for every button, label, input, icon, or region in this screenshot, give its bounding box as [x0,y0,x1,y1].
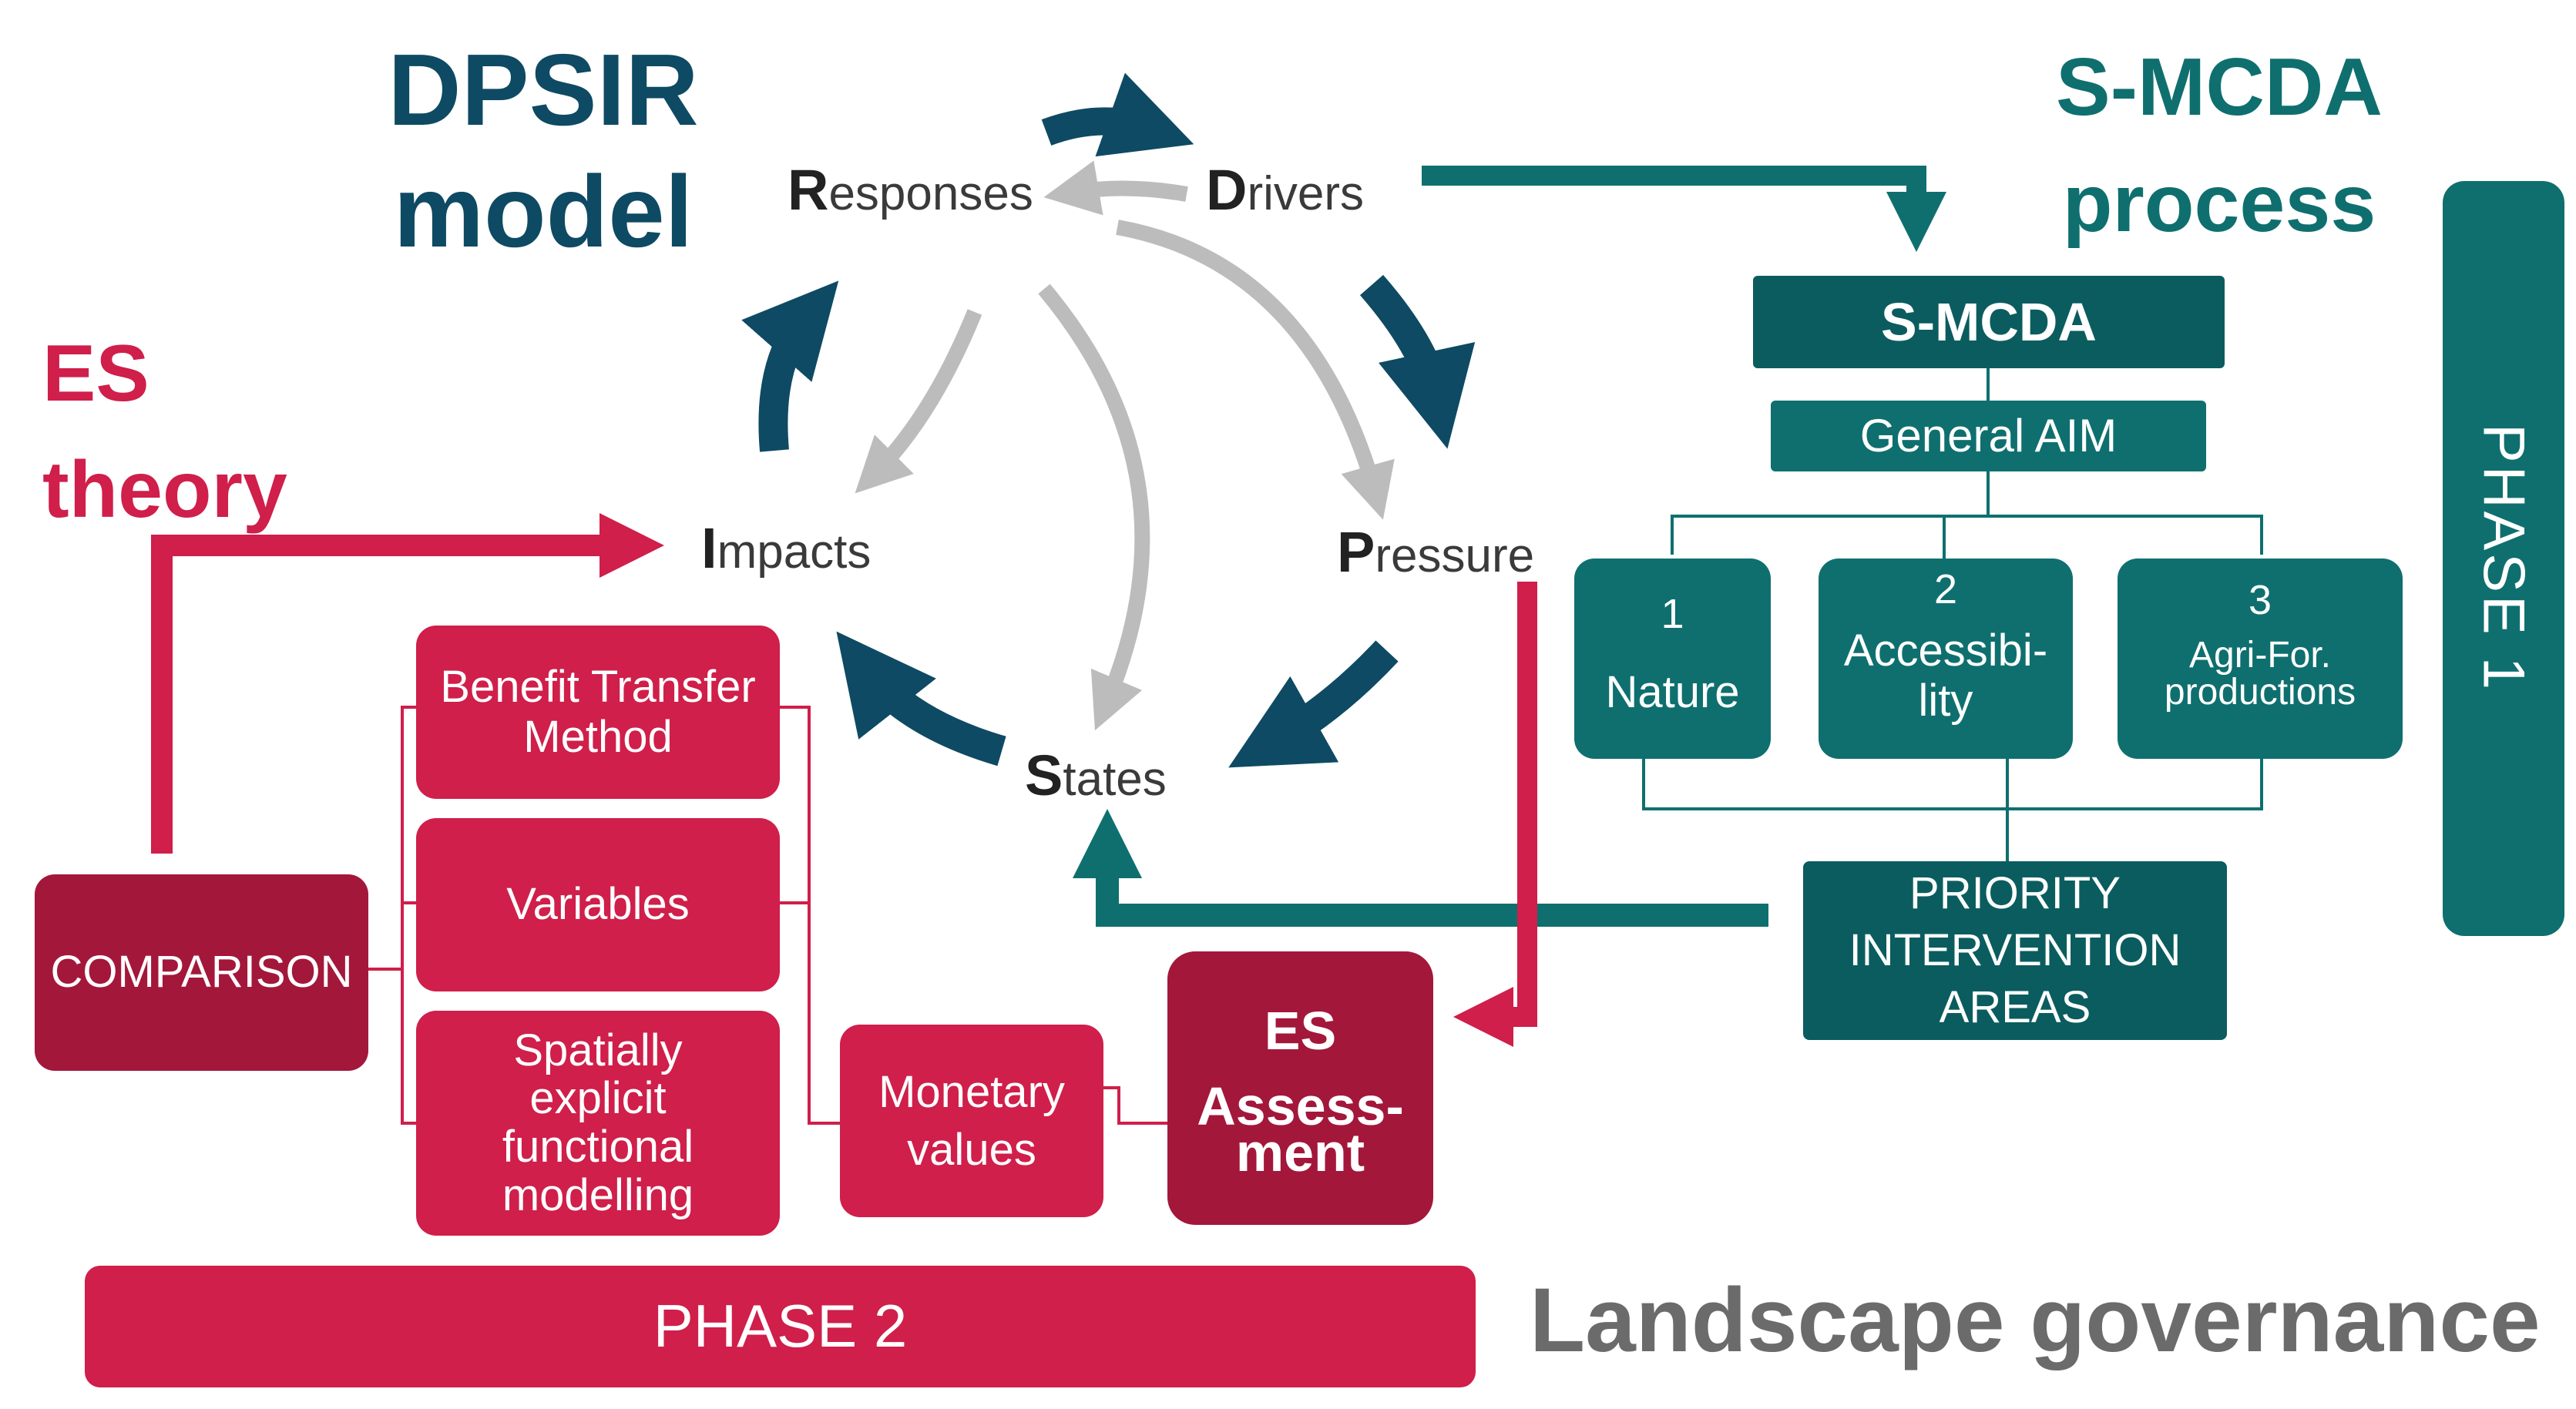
benefit-transfer-method-box: Benefit Transfer Method [416,626,780,799]
node-states-rest: tates [1063,753,1167,806]
node-drivers-initial: D [1206,158,1248,222]
smcda-hierarchy-lines [1642,368,2263,861]
smcda-head-box: S-MCDA [1753,276,2225,368]
smcda-process-title: S-MCDA process [2056,42,2383,249]
spatially-explicit-modelling-box: Spatially explicit functional modelling [416,1011,780,1236]
node-impacts-initial: I [701,516,717,580]
phase-2-banner: PHASE 2 [85,1266,1476,1387]
arrow-drivers-to-smcda [1422,166,1946,252]
criterion-nature-label: Nature [1605,667,1740,718]
criterion-accessibility-label: Accessibi- lity [1843,626,2048,726]
node-states: States [1025,747,1167,804]
comparison-box: COMPARISON [35,874,368,1071]
node-impacts-rest: mpacts [717,525,872,579]
es-theory-title: ES theory [42,329,287,535]
phase-1-banner: PHASE 1 [2443,181,2564,936]
es-assessment-subtitle: Assess- ment [1197,1076,1404,1183]
arrow-impacts-to-responses [741,280,839,452]
criterion-accessibility-box: 2 Accessibi- lity [1819,559,2073,759]
node-impacts: Impacts [701,520,871,577]
arrow-responses-to-drivers [1041,72,1194,157]
general-aim-box: General AIM [1771,401,2206,471]
arrow-responses-to-pressure [1116,220,1395,520]
arrow-drivers-to-responses [1043,160,1188,216]
monetary-values-box: Monetary values [840,1025,1103,1217]
criterion-agrifor-number: 3 [2248,577,2272,623]
node-responses-initial: R [788,158,829,222]
node-pressure-initial: P [1337,520,1375,584]
node-pressure-rest: ressure [1375,529,1535,582]
es-assessment-title: ES [1264,1000,1337,1061]
node-responses-rest: esponses [828,167,1033,220]
node-states-initial: S [1025,743,1063,807]
arrow-responses-to-impacts [855,309,982,494]
criterion-agrifor-label: Agri-For. productions [2164,635,2356,713]
node-drivers-rest: rivers [1247,167,1365,220]
criterion-nature-box: 1 Nature [1574,559,1771,759]
criterion-nature-number: 1 [1661,591,1684,637]
dpsir-title: DPSIR model [388,33,699,269]
es-assessment-box: ES Assess- ment [1167,951,1433,1225]
arrow-pressure-to-assessment [1453,582,1537,1047]
variables-box: Variables [416,818,780,991]
node-drivers: Drivers [1206,162,1364,219]
arrow-comparison-to-impacts [151,513,664,854]
landscape-governance-title: Landscape governance [1530,1270,2541,1371]
criterion-accessibility-number: 2 [1933,566,1958,612]
phase-1-label: PHASE 1 [2470,424,2537,693]
es-bracket-lines [368,706,1167,1125]
priority-intervention-areas-box: PRIORITY INTERVENTION AREAS [1803,861,2227,1040]
node-responses: Responses [788,162,1033,219]
criterion-agrifor-box: 3 Agri-For. productions [2118,559,2403,759]
arrow-drivers-to-pressure [1359,274,1476,449]
arrow-priority-to-states [1073,809,1768,927]
arrow-responses-to-states [1038,283,1150,731]
node-pressure: Pressure [1337,524,1534,581]
arrow-states-to-impacts [836,631,1006,767]
arrow-pressure-to-states [1228,640,1399,768]
